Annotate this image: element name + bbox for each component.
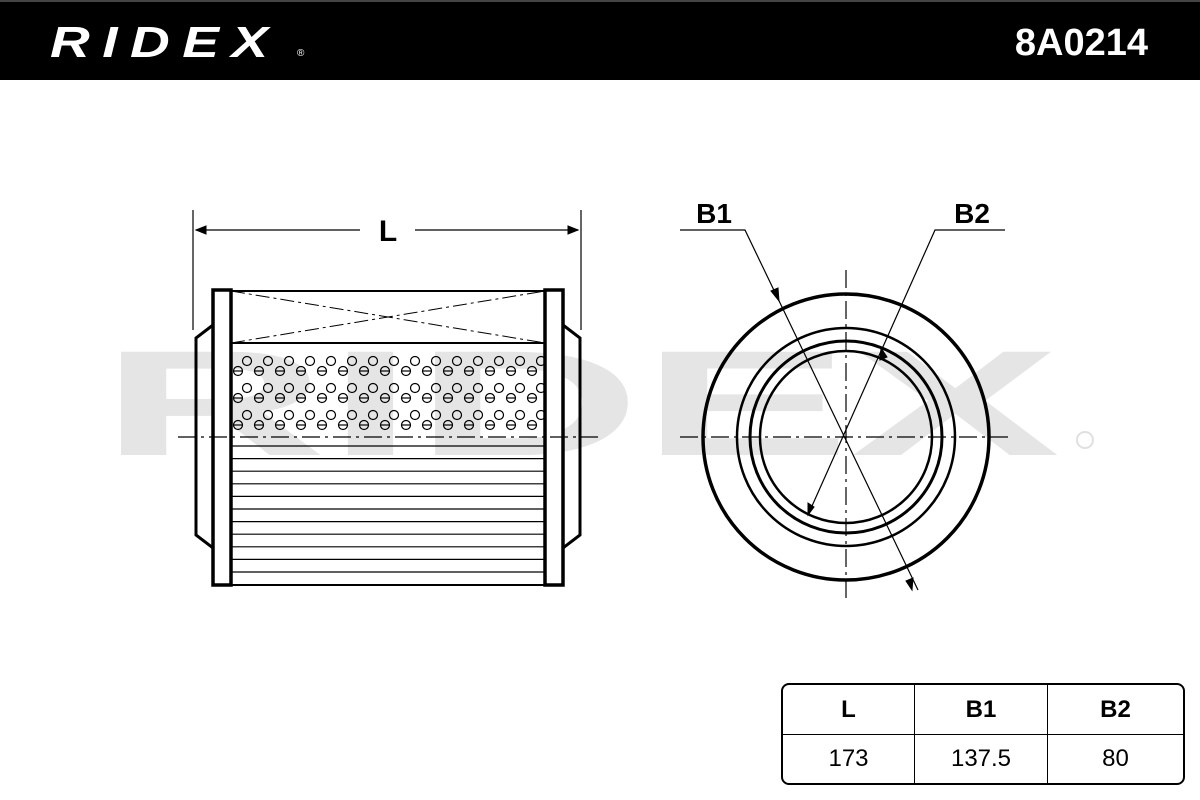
perforation-hole: [409, 355, 421, 367]
perforation-hole: [472, 409, 484, 421]
perforation-hole: [367, 409, 379, 421]
table-header-b1: B1: [915, 685, 1048, 735]
perforation-hole: [325, 409, 337, 421]
perforation-hole: [535, 382, 547, 394]
perforation-hole: [241, 355, 253, 367]
perforation-hole: [367, 355, 379, 367]
perforation-hole: [514, 409, 526, 421]
filter-front-view: [680, 229, 1010, 602]
perforation-hole: [346, 355, 358, 367]
perforation-hole: [283, 382, 295, 394]
perforation-hole: [325, 355, 337, 367]
table-value-b1: 137.5: [915, 735, 1048, 783]
perforation-hole: [451, 382, 463, 394]
perforation-hole: [367, 382, 379, 394]
table-header-b2: B2: [1048, 685, 1183, 735]
perforation-hole: [262, 409, 274, 421]
label-b1: B1: [696, 198, 732, 229]
perforation-hole: [430, 382, 442, 394]
perforation-hole: [304, 409, 316, 421]
perforation-hole: [388, 382, 400, 394]
perforation-hole: [535, 355, 547, 367]
perforation-hole: [283, 355, 295, 367]
perforation-hole: [325, 382, 337, 394]
perforation-hole: [451, 409, 463, 421]
perforation-hole: [493, 382, 505, 394]
perforation-hole: [283, 409, 295, 421]
perforation-hole: [535, 409, 547, 421]
brand-logo: RIDEX: [50, 18, 281, 67]
perforation-hole: [346, 382, 358, 394]
part-number: 8A0214: [1014, 22, 1148, 64]
perforation-hole: [514, 382, 526, 394]
label-l: L: [379, 215, 397, 248]
dimensions-table: L B1 B2 173 137.5 80: [781, 683, 1185, 785]
perforation-hole: [514, 355, 526, 367]
registered-mark: ®: [297, 48, 305, 59]
perforation-hole: [409, 409, 421, 421]
perforation-hole: [262, 355, 274, 367]
header-bar: RIDEX ® 8A0214: [0, 0, 1200, 80]
perforation-hole: [241, 382, 253, 394]
perforation-hole: [346, 409, 358, 421]
perforation-hole: [304, 382, 316, 394]
table-header-l: L: [783, 685, 915, 735]
perforation-hole: [388, 409, 400, 421]
perforation-hole: [472, 382, 484, 394]
perforation-hole: [472, 355, 484, 367]
label-b2: B2: [954, 198, 990, 229]
perforation-hole: [241, 409, 253, 421]
watermark-registered-icon: [1076, 431, 1094, 449]
perforation-hole: [493, 355, 505, 367]
perforation-hole: [262, 382, 274, 394]
table-value-l: 173: [783, 735, 915, 783]
perforation-hole: [493, 409, 505, 421]
perforation-hole: [430, 409, 442, 421]
perforation-hole: [451, 355, 463, 367]
perforation-hole: [388, 355, 400, 367]
perforation-hole: [430, 355, 442, 367]
perforation-hole: [304, 355, 316, 367]
filter-side-view: [178, 210, 598, 587]
table-value-b2: 80: [1102, 745, 1129, 772]
perforation-hole: [409, 382, 421, 394]
